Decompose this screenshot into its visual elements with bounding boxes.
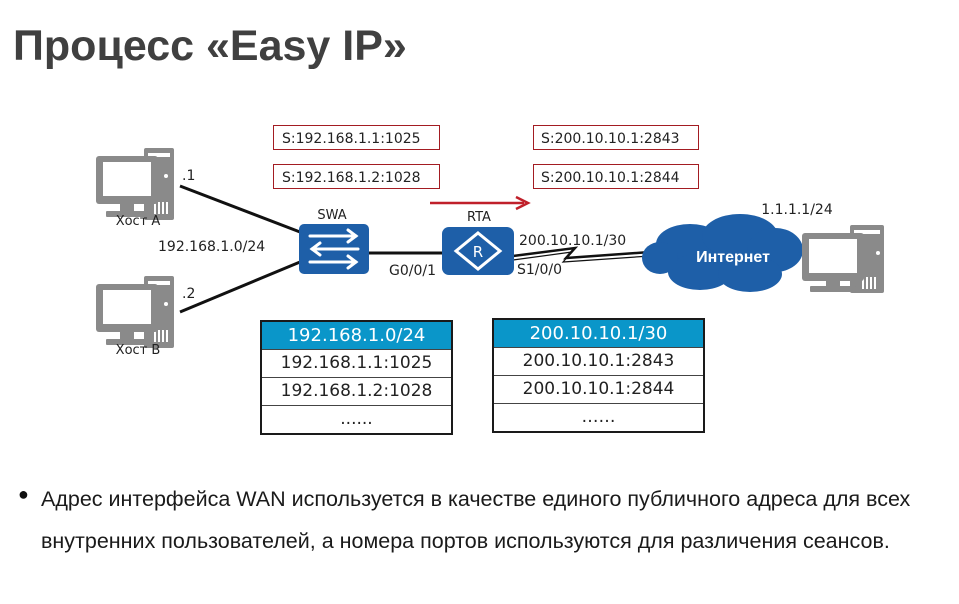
link-host-a-swa bbox=[179, 184, 301, 234]
public-address-table: 200.10.10.1/30 200.10.10.1:2843 200.10.1… bbox=[492, 318, 705, 433]
lan-network-label: 192.168.1.0/24 bbox=[158, 239, 265, 255]
link-serial-wan bbox=[512, 246, 651, 260]
table-header: 192.168.1.0/24 bbox=[262, 322, 451, 349]
svg-text:S:200.10.10.1:2843: S:200.10.10.1:2843 bbox=[541, 131, 680, 147]
table-header: 200.10.10.1/30 bbox=[494, 320, 703, 347]
internet-label: Интернет bbox=[696, 249, 770, 266]
source-before-box: S:192.168.1.1:1025 bbox=[273, 125, 440, 150]
source-before-box: S:192.168.1.2:1028 bbox=[273, 164, 440, 189]
pc-icon bbox=[802, 225, 884, 293]
router-wan-address: 200.10.10.1/30 bbox=[519, 233, 626, 249]
router-wan-interface: S1/0/0 bbox=[517, 262, 562, 278]
host-b-ip-suffix: .2 bbox=[182, 286, 195, 302]
router-label: RTA bbox=[467, 210, 491, 225]
router-lan-interface: G0/0/1 bbox=[389, 263, 436, 279]
traffic-direction-arrow bbox=[430, 195, 531, 211]
private-address-table: 192.168.1.0/24 192.168.1.1:1025 192.168.… bbox=[260, 320, 453, 435]
slide-title: Процесс «Easy IP» bbox=[13, 22, 407, 70]
source-after-box: S:200.10.10.1:2843 bbox=[533, 125, 699, 150]
svg-text:S:192.168.1.1:1025: S:192.168.1.1:1025 bbox=[282, 131, 421, 147]
host-a-ip-suffix: .1 bbox=[182, 168, 195, 184]
table-row: ...... bbox=[262, 405, 451, 433]
table-row: 192.168.1.1:1025 bbox=[262, 349, 451, 377]
table-row: …… bbox=[494, 403, 703, 431]
router-icon: R bbox=[442, 227, 514, 275]
table-row: 200.10.10.1:2844 bbox=[494, 375, 703, 403]
svg-text:S:200.10.10.1:2844: S:200.10.10.1:2844 bbox=[541, 170, 680, 186]
switch-label: SWA bbox=[317, 208, 346, 223]
host-a-label: Хост A bbox=[116, 214, 161, 229]
remote-host-ip: 1.1.1.1/24 bbox=[761, 202, 833, 218]
link-host-b-swa bbox=[179, 260, 301, 314]
source-after-box: S:200.10.10.1:2844 bbox=[533, 164, 699, 189]
svg-text:R: R bbox=[473, 243, 483, 261]
table-row: 192.168.1.2:1028 bbox=[262, 377, 451, 405]
svg-text:S:192.168.1.2:1028: S:192.168.1.2:1028 bbox=[282, 170, 421, 186]
internet-cloud-icon bbox=[642, 214, 803, 292]
host-b-label: Хост B bbox=[116, 343, 161, 358]
bullet-icon: ● bbox=[18, 484, 29, 504]
pc-icon bbox=[96, 148, 174, 220]
pc-icon bbox=[96, 276, 174, 348]
table-row: 200.10.10.1:2843 bbox=[494, 347, 703, 375]
bullet-text: Адрес интерфейса WAN используется в каче… bbox=[41, 487, 911, 553]
switch-icon bbox=[299, 224, 369, 274]
network-diagram: Хост A .1 Хост B .2 192.168.1.0/24 SWA G… bbox=[96, 125, 884, 358]
